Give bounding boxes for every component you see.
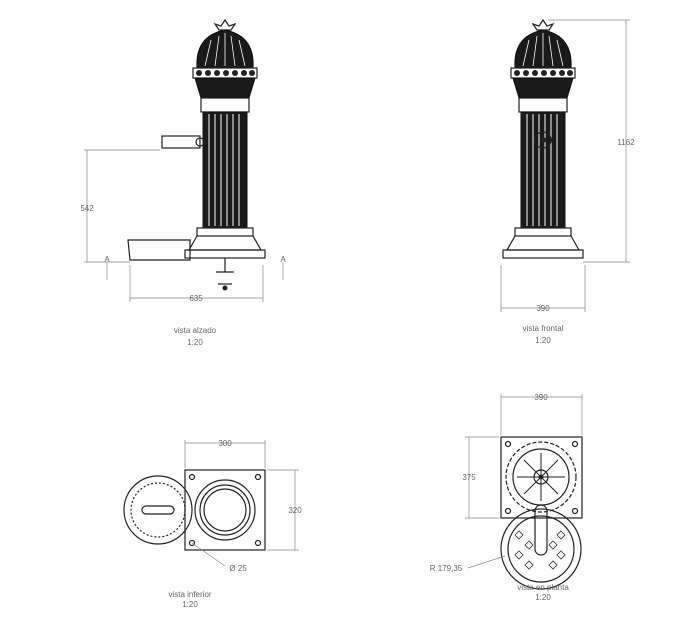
dim-height: 320 xyxy=(288,506,302,515)
dim-width: 390 xyxy=(536,304,550,313)
view-inferior: 300 320 Ø 25 vista inferior 1:20 xyxy=(123,439,302,609)
view-frontal: 1162 390 vista frontal 1:20 xyxy=(500,19,635,345)
dim-height: 542 xyxy=(80,204,94,213)
view-planta: 390 375 R 179,35 vista en planta 1:20 xyxy=(430,393,583,602)
view-title: vista alzado xyxy=(174,326,217,335)
view-scale: 1:20 xyxy=(535,336,551,345)
dim-height: 1162 xyxy=(617,138,635,147)
dim-hole: Ø 25 xyxy=(229,564,247,573)
view-scale: 1:20 xyxy=(535,593,551,602)
view-scale: 1:20 xyxy=(182,600,198,609)
view-title: vista inferior xyxy=(168,590,211,599)
dim-radius: R 179,35 xyxy=(430,564,463,573)
view-title: vista en planta xyxy=(517,583,569,592)
view-alzado: 542 635 A A vista alzado 1:20 xyxy=(80,19,286,347)
dim-width: 390 xyxy=(534,393,548,402)
dim-height: 375 xyxy=(462,473,476,482)
dim-width: 635 xyxy=(189,294,203,303)
section-mark-right: A xyxy=(280,255,286,264)
view-title: vista frontal xyxy=(523,324,564,333)
dim-width: 300 xyxy=(218,439,232,448)
view-scale: 1:20 xyxy=(187,338,203,347)
section-mark-left: A xyxy=(104,255,110,264)
